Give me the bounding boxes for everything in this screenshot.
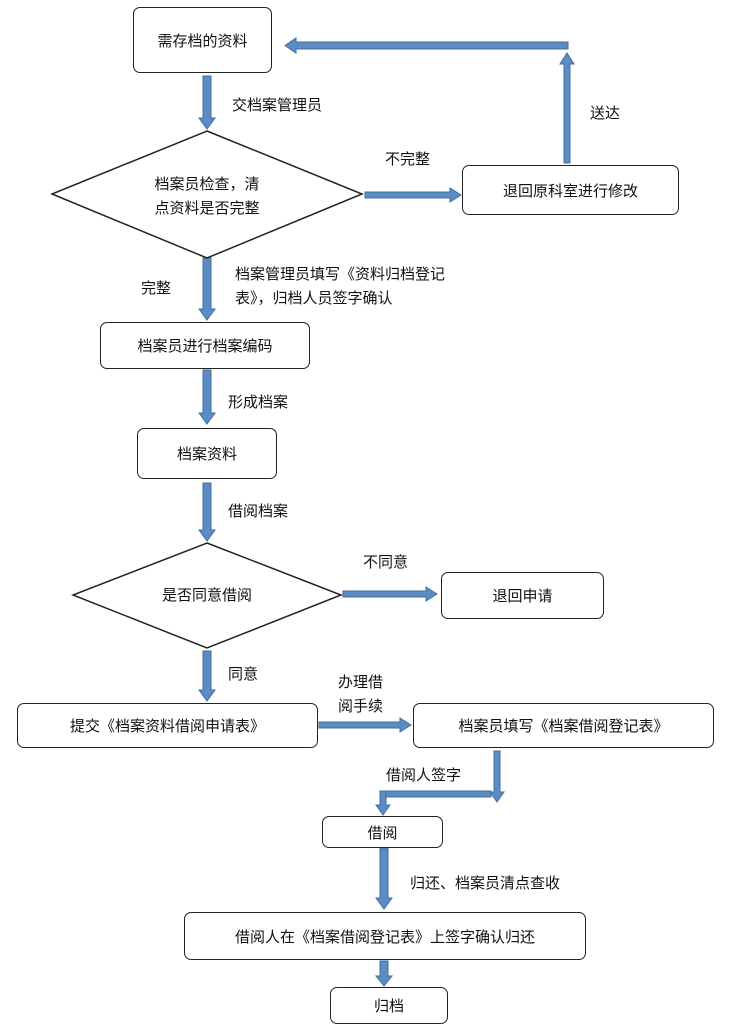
arrow-return-fix-up (559, 52, 575, 164)
submit-label: 提交《档案资料借阅申请表》 (69, 717, 265, 735)
start-label: 需存档的资料 (157, 31, 248, 50)
arrow-back-to-start (284, 37, 569, 54)
agree-diamond-text: 是否同意借阅 (117, 583, 297, 607)
fill-form-line1: 档案管理员填写《资料归档登记 (235, 265, 446, 283)
file-label: 归档 (373, 997, 404, 1015)
arrow-question-to-submit (198, 650, 216, 702)
return-apply-label: 退回申请 (492, 587, 553, 605)
arrow-fill-down (489, 750, 505, 803)
check-diamond (50, 130, 364, 259)
check-line1: 档案员检查，清 (154, 175, 260, 193)
procedure-line2: 阅手续 (338, 697, 384, 715)
check-diamond-text: 档案员检查，清 点资料是否完整 (112, 172, 302, 220)
agree-question-label: 是否同意借阅 (161, 586, 252, 604)
fill-form-line2: 表》，归档人员签字确认 (235, 289, 393, 307)
file-box: 归档 (330, 987, 448, 1024)
arrow-fill-left (385, 790, 492, 798)
procedure-line1: 办理借 (338, 673, 384, 691)
edge-label-procedure: 办理借 阅手续 (338, 670, 383, 718)
arrow-question-to-return-apply (342, 586, 438, 602)
return-fix-label: 退回原科室进行修改 (502, 181, 638, 200)
start-box: 需存档的资料 (133, 7, 272, 73)
arrow-to-borrow (375, 790, 391, 816)
edge-label-complete: 完整 (141, 279, 172, 297)
edge-label-incomplete: 不完整 (385, 150, 431, 168)
arrow-start-to-check (198, 75, 216, 130)
arrow-sign-to-file (374, 960, 394, 987)
fill-reg-box: 档案员填写《档案借阅登记表》 (413, 703, 714, 748)
arrow-submit-to-fill (318, 717, 412, 733)
borrow-label: 借阅 (367, 823, 398, 842)
sign-return-label: 借阅人在《档案借阅登记表》上签字确认归还 (234, 927, 535, 946)
check-line2: 点资料是否完整 (154, 199, 260, 217)
edge-label-send: 送达 (590, 104, 621, 122)
encode-label: 档案员进行档案编码 (137, 337, 273, 355)
sign-return-box: 借阅人在《档案借阅登记表》上签字确认归还 (184, 912, 586, 960)
edge-label-borrow-archive: 借阅档案 (228, 502, 289, 520)
archive-box: 档案资料 (137, 428, 277, 479)
return-fix-box: 退回原科室进行修改 (462, 165, 679, 215)
submit-box: 提交《档案资料借阅申请表》 (17, 703, 318, 748)
archive-label: 档案资料 (176, 445, 237, 463)
agree-diamond (70, 542, 344, 649)
edge-label-disagree: 不同意 (363, 553, 409, 571)
arrow-check-to-encode (198, 257, 216, 321)
edge-label-borrower-sign: 借阅人签字 (386, 766, 462, 784)
edge-label-agree: 同意 (228, 665, 259, 683)
arrow-encode-to-archive (198, 369, 216, 425)
edge-label-fill-form: 档案管理员填写《资料归档登记 表》，归档人员签字确认 (235, 262, 445, 310)
borrow-box: 借阅 (322, 816, 443, 848)
fill-reg-label: 档案员填写《档案借阅登记表》 (458, 717, 669, 735)
return-apply-box: 退回申请 (441, 572, 604, 619)
arrow-borrow-to-sign (375, 847, 393, 910)
encode-box: 档案员进行档案编码 (100, 322, 310, 369)
edge-label-return-check: 归还、档案员清点查收 (410, 874, 561, 892)
arrow-archive-to-question (198, 482, 216, 542)
edge-label-to-admin: 交档案管理员 (232, 96, 323, 114)
edge-label-form-archive: 形成档案 (228, 393, 289, 411)
arrow-check-to-return-fix (364, 187, 462, 203)
